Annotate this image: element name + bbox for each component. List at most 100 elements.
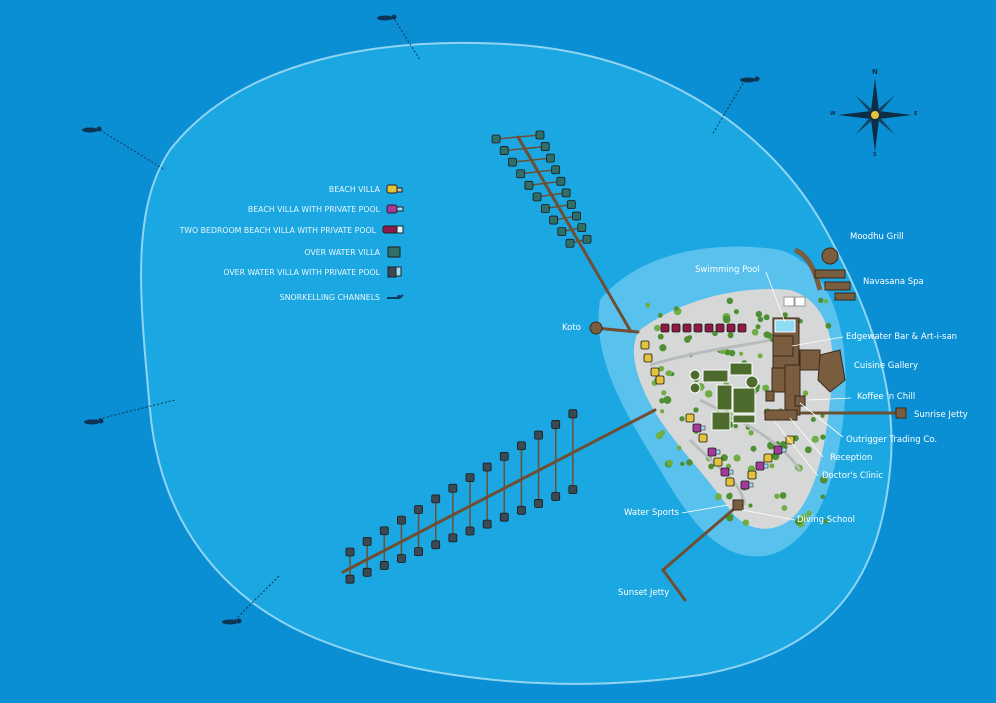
palm-tree [693,407,699,413]
two-bedroom-beach-villa-body [704,323,714,333]
over-water-villa-pool-body [362,567,372,577]
beach-villa [643,353,653,363]
palm-tree [659,344,667,352]
beach-villa-body [655,375,665,385]
palm-tree [739,351,744,356]
over-water-villa-pool-body [517,505,526,515]
palm-tree [763,331,771,339]
palm-tree [755,310,763,318]
over-water-villa-body [535,130,545,140]
over-water-villa [546,153,555,163]
palm-tree [680,461,685,467]
palm-tree [727,492,733,497]
over-water-villa-body [540,142,550,151]
over-water-villa-body [561,188,571,198]
sports-area [689,362,759,431]
spa-grill [793,247,856,301]
over-water-villa [557,227,567,237]
over-water-villa [540,142,550,151]
palm-tree [742,519,750,527]
swimming-pool [774,319,796,333]
over-water-villa-pool [345,574,355,584]
beach-villa-pool-body [773,445,783,455]
legend-item-over-water-villa-pool: OVER WATER VILLA WITH PRIVATE POOL [223,266,405,278]
over-water-villa [535,130,545,140]
over-water-villa-body [565,238,575,248]
palm-tree [654,324,661,332]
over-water-villa-pool-body [431,540,441,550]
palm-tree [708,463,715,470]
beach-villa [725,477,735,487]
over-water-villa-pool [448,533,458,543]
label-doctors-clinic: Doctor's Clinic [822,471,883,481]
palm-tree [666,370,673,377]
beach-villa-pool-pool [748,482,754,488]
beach-villa-pool-body [740,480,750,490]
over-water-villa-pool-body [345,547,355,557]
beach-villa [655,375,665,385]
over-water-villa [499,146,509,155]
beach-villa-pool [755,461,769,471]
over-water-villa-pool [414,505,423,514]
over-water-villa [516,169,526,179]
over-water-villa-pool [379,526,389,536]
beach-villa-pool-body [755,461,765,471]
over-water-villa-body [508,157,517,167]
palm-tree [676,445,682,451]
beach-villa-body [698,433,708,443]
jetty-branch [495,134,541,140]
over-water-villa-pool [568,409,578,419]
over-water-villa-pool-body [482,519,492,529]
palm-tree [811,435,819,443]
compass-east: E [914,111,918,117]
beach-villa-body [713,457,723,467]
beach-villa-pool [740,480,754,490]
label-koffee-n-chill: Koffee 'n Chill [857,392,916,402]
jetty-branch [528,180,561,187]
compass-icon [838,78,912,152]
palm-tree [661,390,667,396]
over-water-villa-pool [397,554,406,563]
over-water-villa [572,211,581,221]
beach-villa-body [747,470,757,480]
two-bedroom-beach-villa-body [693,323,703,333]
over-water-villa-pool [499,512,509,522]
palm-tree [750,445,757,452]
over-water-villa-body [551,165,561,175]
palm-tree [720,454,728,462]
over-water-villa-pool [465,473,475,483]
beach-villa-pool [720,467,734,477]
beach-villa-pool-body [692,423,702,433]
over-water-villa-pool [517,505,526,515]
jetty-branch [504,145,546,152]
label-outrigger-trading: Outrigger Trading Co. [846,435,938,445]
beach-villa-pool-pool [728,469,734,475]
over-water-villa-pool-body [465,473,475,483]
over-water-villa [524,180,534,190]
over-water-villa-pool-body [431,494,441,504]
palm-tree [818,297,824,304]
beach-villa-body [650,367,660,377]
palm-tree [810,417,816,423]
leader-lines [681,271,852,521]
over-water-villa-pool [362,567,372,577]
beach-villa-pool [692,423,706,433]
palm-tree [794,517,802,526]
beach-villa-pool-pool [700,425,706,431]
over-water-villa-pool-body [551,492,561,501]
palm-tree [820,494,826,500]
jetty-branch [536,192,567,198]
legend-item-beach-villa-pool: BEACH VILLA WITH PRIVATE POOL [248,204,405,214]
over-water-villa-body [572,211,581,221]
beach-villa [713,457,723,467]
beach-villa [640,340,650,350]
label-sunrise-jetty: Sunrise Jetty [914,410,968,420]
palm-tree [763,314,770,321]
over-water-villa-pool-body [517,441,526,451]
compass-west: W [830,111,836,117]
over-water-villa-pool-body [379,526,389,536]
two-bedroom-beach-villa [693,323,703,333]
over-water-villa-body [540,204,550,213]
label-diving-school: Diving School [797,515,856,525]
